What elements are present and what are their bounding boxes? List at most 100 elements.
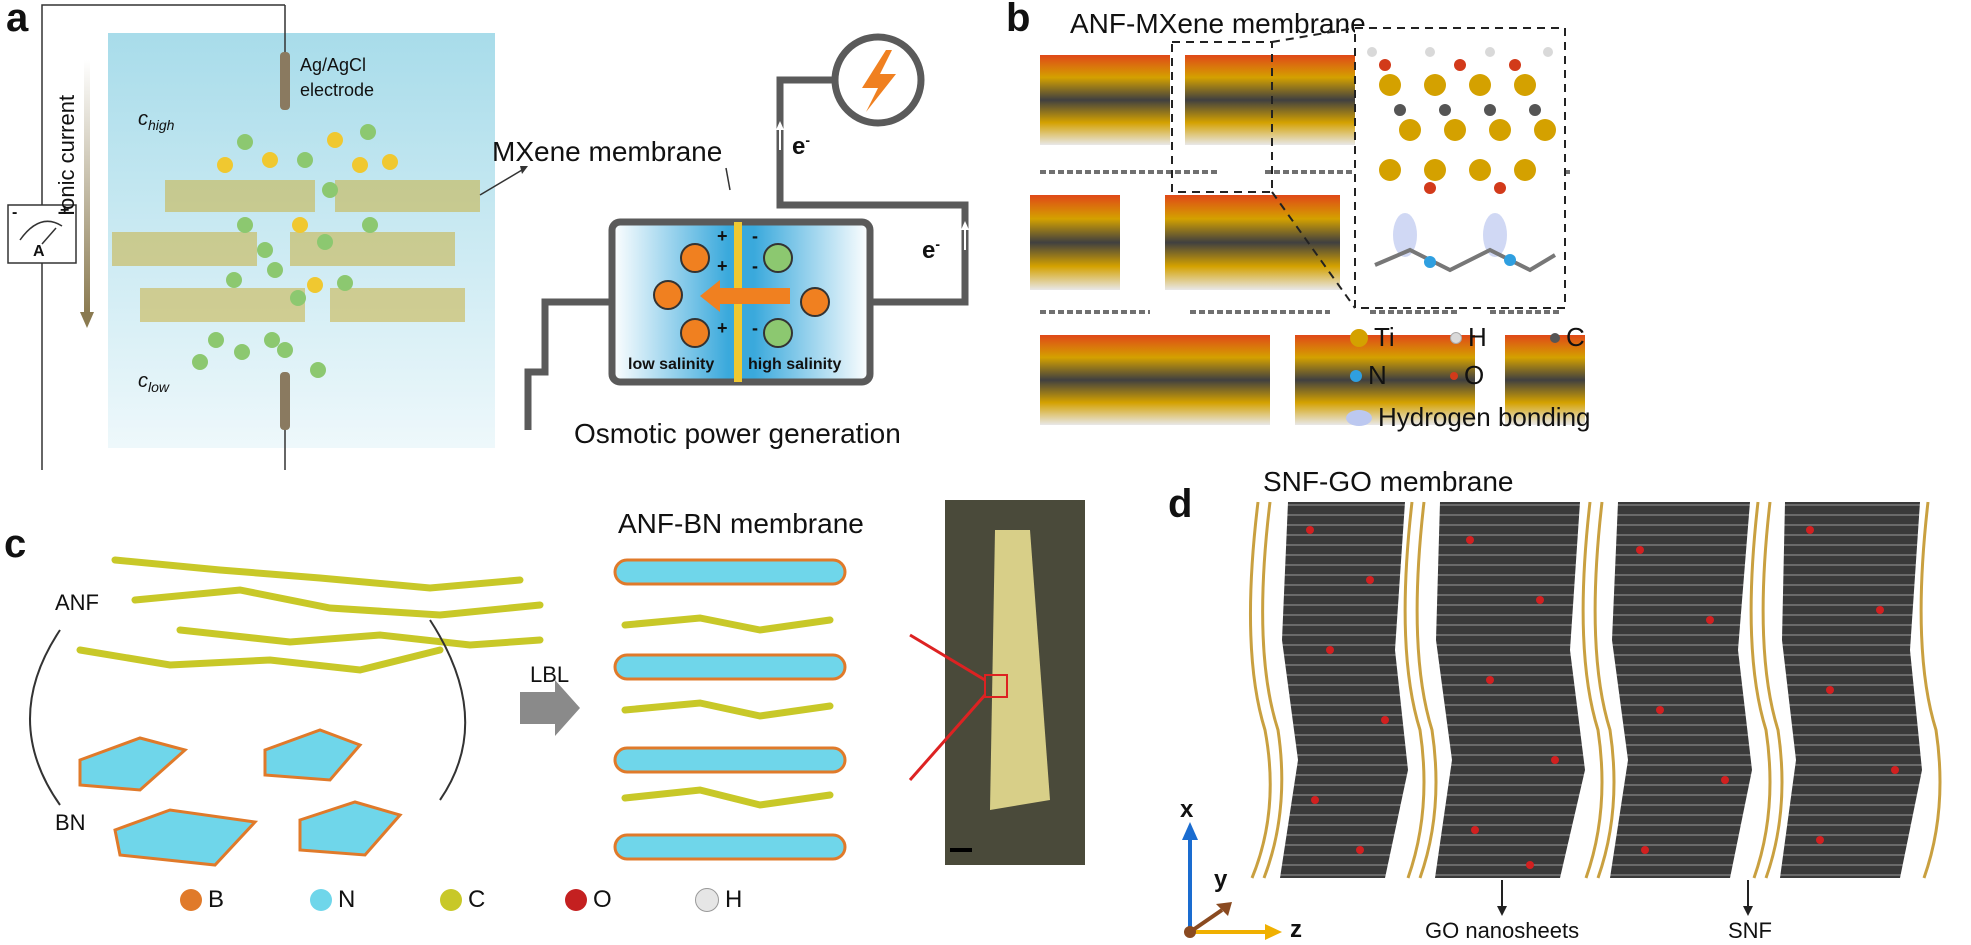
axis-y-label: y [1214, 866, 1228, 893]
photo-highlight-box [984, 674, 1008, 698]
electron-symbol-right: e [922, 237, 936, 264]
c-high-symbol: c [138, 108, 148, 130]
anf-bn-stack [613, 558, 847, 861]
legend-c: C [1550, 322, 1585, 353]
ammeter-minus: - [12, 204, 18, 221]
legend-ti: Ti [1350, 322, 1395, 353]
cycle-arrow-left [29, 629, 61, 806]
legend-c-c-dot [440, 889, 462, 911]
legend-n-label: N [1368, 360, 1387, 390]
legend-b-dot [180, 889, 202, 911]
legend-b-label: B [208, 886, 225, 913]
panel-a: a [0, 0, 990, 470]
legend-o-c: O [565, 886, 612, 914]
cycle-arrow-right [429, 619, 467, 801]
legend-ti-label: Ti [1374, 322, 1395, 352]
ammeter-plus: + [60, 202, 70, 219]
panel-a-label: a [6, 0, 29, 40]
membrane-pointer [479, 169, 523, 196]
electron-label-right: e- [922, 236, 940, 265]
electrode-label-line2: electrode [300, 80, 375, 100]
anf-chains-c [76, 556, 544, 674]
electron-sup-top: - [805, 132, 811, 148]
legend-h-dot [1450, 331, 1462, 344]
flow-arrow [700, 280, 790, 312]
panel-b: b ANF-MXene membrane [990, 0, 1971, 470]
legend-h-c-dot [695, 888, 719, 912]
oxygen-atoms [1306, 526, 1899, 869]
bn-label: BN [55, 810, 86, 835]
lbl-arrow [520, 680, 580, 736]
mxene-layers [112, 180, 480, 322]
legend-n: N [1350, 360, 1387, 391]
electron-symbol-top: e [792, 133, 806, 160]
legend-c-c-label: C [468, 886, 486, 913]
device-minus-2: - [752, 256, 758, 276]
legend-c-dot [1550, 332, 1560, 343]
legend-c-label: C [1566, 322, 1585, 352]
panel-c-graphic [29, 500, 1085, 867]
electron-sup-right: - [935, 236, 941, 252]
legend-h-label: H [1468, 322, 1487, 352]
axis-z-label: z [1290, 916, 1302, 943]
panel-c: c ANF BN LBL ANF-BN membrane [0, 470, 1100, 945]
device-plus-1: + [717, 226, 728, 246]
high-salinity-label: high salinity [748, 356, 842, 373]
legend-n-dot [1350, 369, 1362, 382]
legend-n-c-label: N [338, 886, 356, 913]
panel-a-graphic [7, 4, 969, 470]
electrode-bottom [280, 372, 290, 430]
c-low-label: clow [138, 370, 169, 395]
mxene-membrane-label: MXene membrane [492, 136, 723, 167]
panel-b-label: b [1006, 0, 1031, 40]
anf-label: ANF [55, 590, 99, 615]
device-plus-2: + [717, 256, 728, 276]
legend-o-c-dot [565, 889, 587, 911]
panel-d-label: d [1168, 482, 1193, 526]
axes [1182, 822, 1282, 940]
device-minus-3: - [752, 318, 758, 338]
legend-hbond: Hydrogen bonding [1346, 402, 1591, 433]
panel-c-label: c [4, 522, 27, 566]
electrode-label-line1: Ag/AgCl [300, 55, 367, 75]
electrode-top [280, 52, 290, 110]
low-salinity-label: low salinity [628, 356, 715, 373]
ionic-current-label: Ionic current [54, 94, 79, 216]
legend-o: O [1450, 360, 1484, 391]
ionic-current-arrow [84, 60, 90, 315]
panel-d: d SNF-GO membrane [1140, 466, 1971, 945]
legend-h-c-label: H [725, 886, 743, 913]
zoom-box [1171, 41, 1273, 193]
c-low-symbol: c [138, 370, 148, 392]
snf-label: SNF [1728, 918, 1772, 943]
ions [192, 124, 398, 378]
ammeter [7, 204, 77, 264]
go-nanosheets-label: GO nanosheets [1425, 918, 1580, 943]
c-high-label: chigh [138, 108, 174, 133]
legend-h-c: H [695, 886, 742, 914]
c-low-subscript: low [148, 379, 170, 395]
panel-d-graphic [1182, 501, 1942, 940]
hbond-icon [1346, 409, 1372, 426]
inset-atoms [1367, 47, 1557, 273]
legend-b: B [180, 886, 224, 914]
axis-x-label: x [1180, 796, 1194, 823]
lightning-icon [862, 50, 896, 112]
osmotic-caption: Osmotic power generation [574, 418, 901, 449]
legend-c-c: C [440, 886, 485, 914]
legend-o-label: O [1464, 360, 1485, 390]
legend-n-c-dot [310, 889, 332, 911]
device-minus-1: - [752, 226, 758, 246]
device-plus-3: + [717, 318, 728, 338]
bn-sheets [78, 728, 403, 867]
legend-ti-dot [1350, 328, 1368, 347]
panel-d-title: SNF-GO membrane [1263, 466, 1514, 497]
legend-hbond-label: Hydrogen bonding [1378, 402, 1591, 432]
panel-c-title: ANF-BN membrane [618, 508, 864, 539]
panel-b-graphic [1030, 27, 1585, 425]
lbl-label: LBL [530, 662, 570, 687]
c-high-subscript: high [148, 117, 175, 133]
scale-bar [950, 848, 972, 852]
legend-o-dot [1450, 371, 1458, 380]
legend-o-c-label: O [593, 886, 612, 913]
